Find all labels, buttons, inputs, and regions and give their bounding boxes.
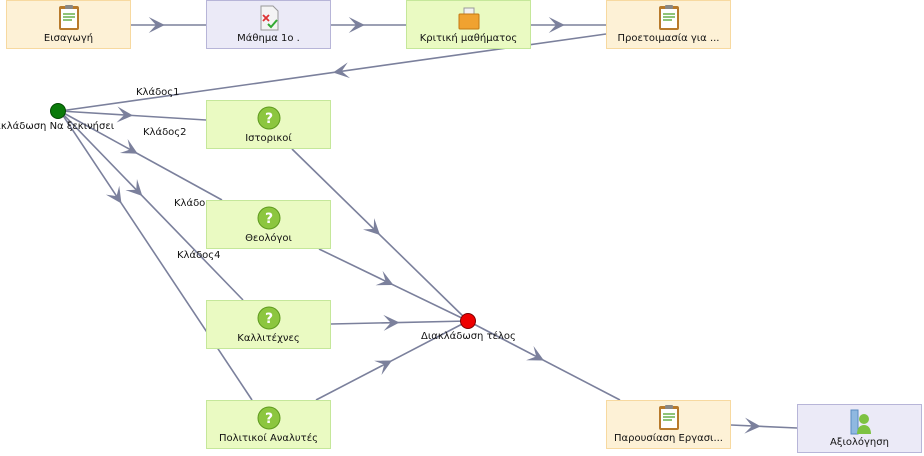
branch-label-4: Κλάδος4 <box>177 250 221 261</box>
node-label: Μάθημα 1ο . <box>237 33 300 44</box>
node-label: Καλλιτέχνες <box>237 333 300 344</box>
edge-start-analysts[interactable] <box>59 110 253 401</box>
start-gateway-label: Διακλάδωση Να ξεκινήσει <box>0 121 115 132</box>
node-theologians[interactable]: ? Θεολόγοι <box>206 200 331 249</box>
branch-label-2: Κλάδος2 <box>143 127 187 138</box>
node-label: Κριτική μαθήματος <box>419 33 518 44</box>
branch-label-3: Κλάδο <box>174 198 206 209</box>
node-intro[interactable]: Εισαγωγή <box>6 0 131 49</box>
branch-label-1: Κλάδος1 <box>136 87 180 98</box>
node-lesson[interactable]: Μάθημα 1ο . <box>206 0 331 49</box>
edge-start-artists-arrowhead <box>125 178 143 197</box>
node-label: Πολιτικοί Αναλυτές <box>219 433 318 444</box>
node-label: Παρουσίαση Εργασι... <box>614 433 723 444</box>
question-icon: ? <box>257 406 280 430</box>
edge-presentation-assessment[interactable] <box>730 424 798 429</box>
node-historians[interactable]: ? Ιστορικοί <box>206 100 331 149</box>
svg-text:?: ? <box>264 411 272 427</box>
folder-icon <box>458 7 479 30</box>
assessment-user-icon <box>850 409 871 435</box>
node-assessment[interactable]: Αξιολόγηση <box>797 404 922 453</box>
edge-prep-start-arrowhead <box>333 62 350 79</box>
node-artists[interactable]: ? Καλλιτέχνες <box>206 300 331 349</box>
edge-lesson-critique-arrowhead <box>348 17 365 33</box>
edge-theologians-end-arrowhead <box>375 270 394 286</box>
node-critique[interactable]: Κριτική μαθήματος <box>406 0 531 49</box>
node-label: Προετοιμασία για ... <box>617 33 720 44</box>
node-label: Εισαγωγή <box>43 33 94 44</box>
node-analysts[interactable]: ? Πολιτικοί Αναλυτές <box>206 400 331 449</box>
node-label: Ιστορικοί <box>245 133 292 144</box>
document-icon <box>658 5 679 30</box>
document-icon <box>658 405 679 430</box>
svg-text:?: ? <box>264 111 272 127</box>
edge-start-theologians-arrowhead <box>119 139 138 154</box>
edge-end-presentation-arrowhead <box>526 346 544 361</box>
node-label: Θεολόγοι <box>245 233 292 244</box>
question-icon: ? <box>257 206 280 230</box>
edge-presentation-assessment-arrowhead <box>744 417 761 434</box>
edge-intro-lesson-arrowhead <box>148 17 165 33</box>
lesson-document-icon <box>260 5 278 31</box>
edge-start-historians-arrowhead <box>116 106 133 123</box>
document-icon <box>58 5 79 30</box>
question-icon: ? <box>257 306 280 330</box>
edge-artists-end-arrowhead <box>383 314 400 331</box>
edge-analysts-end-arrowhead <box>374 360 392 375</box>
end-gateway[interactable] <box>460 313 476 329</box>
edge-historians-end-arrowhead <box>362 218 380 235</box>
edge-layer <box>59 17 798 434</box>
end-gateway-label: Διακλάδωση τέλος <box>421 331 516 342</box>
node-prep[interactable]: Προετοιμασία για ... <box>606 0 731 49</box>
question-icon: ? <box>257 106 280 130</box>
start-gateway[interactable] <box>50 103 66 119</box>
edge-critique-prep-arrowhead <box>548 17 565 33</box>
node-presentation[interactable]: Παρουσίαση Εργασι... <box>606 400 731 449</box>
node-label: Αξιολόγηση <box>830 437 889 448</box>
edge-start-theologians[interactable] <box>59 110 223 201</box>
edge-start-artists[interactable] <box>59 110 244 301</box>
svg-text:?: ? <box>264 311 272 327</box>
edge-start-analysts-arrowhead <box>105 185 122 204</box>
svg-text:?: ? <box>264 211 272 227</box>
